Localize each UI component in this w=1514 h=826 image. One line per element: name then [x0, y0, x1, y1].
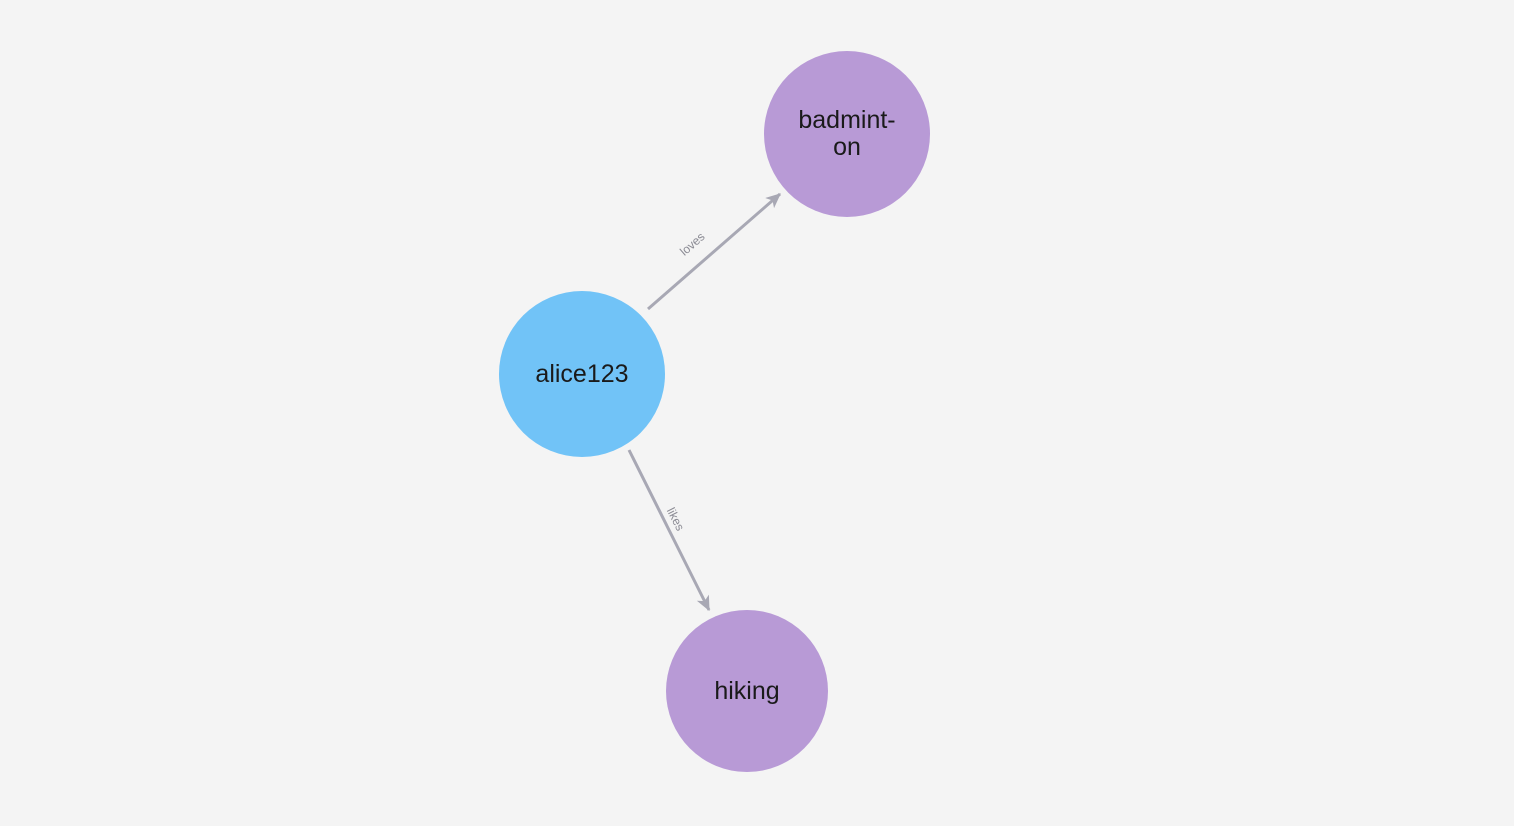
node-hiking[interactable]: hiking: [666, 610, 828, 772]
edge-loves[interactable]: loves: [647, 192, 781, 311]
edge-loves-line: [647, 192, 781, 311]
node-alice123[interactable]: alice123: [499, 291, 665, 457]
node-badminton[interactable]: badmint- on: [764, 51, 930, 217]
node-alice123-label: alice123: [535, 359, 629, 388]
edge-likes-line: [627, 449, 711, 612]
node-hiking-label: hiking: [714, 676, 780, 705]
edge-likes[interactable]: likes: [627, 449, 711, 612]
edge-loves-label: loves: [677, 230, 707, 259]
node-badminton-label: badmint- on: [798, 106, 896, 161]
